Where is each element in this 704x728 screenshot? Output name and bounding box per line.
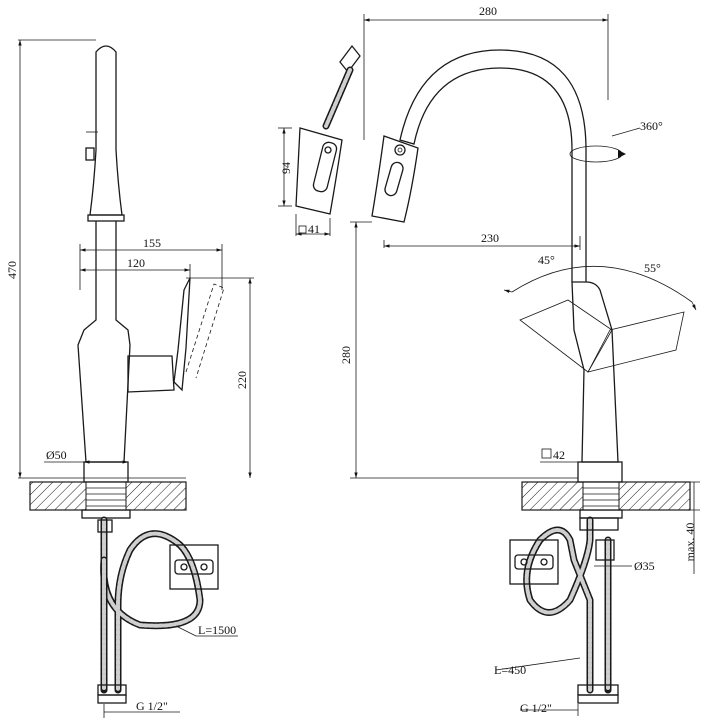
dim-left-hose-length: L=1500 xyxy=(198,623,236,637)
left-faucet-body xyxy=(89,45,123,216)
dim-left-handle-reach: 120 xyxy=(127,256,145,270)
left-handle-base xyxy=(127,355,175,393)
dim-right-thread: G 1/2" xyxy=(520,701,552,715)
dim-angle-left: 45° xyxy=(538,253,555,267)
dim-left-height: 470 xyxy=(5,261,19,279)
dim-right-hose-length: L=450 xyxy=(494,663,526,677)
dim-left-thread: G 1/2" xyxy=(136,699,168,713)
gooseneck-spout xyxy=(399,49,587,282)
right-valve-box xyxy=(509,539,559,585)
left-handle-lever xyxy=(173,277,191,392)
right-faucet-body xyxy=(571,281,619,463)
left-mounting-nut xyxy=(81,509,131,519)
dim-thread-dia: Ø35 xyxy=(634,559,655,573)
left-view: 470 155 120 220 Ø50 L=1500 G 1/2" xyxy=(5,39,254,718)
dim-max-thickness: max. 40 xyxy=(683,523,697,562)
right-view: 280 360° 230 280 45° 55° 42 Ø35 max. 40 … xyxy=(339,4,700,716)
dim-base-square: 42 xyxy=(553,448,565,462)
dim-spout-reach: 230 xyxy=(481,231,499,245)
dim-head-length: 94 xyxy=(279,162,293,174)
dim-left-base-dia: Ø50 xyxy=(46,448,67,462)
dim-head-square: 41 xyxy=(308,222,320,236)
spray-head-detail: 94 41 xyxy=(278,44,361,236)
square-symbol xyxy=(541,448,552,459)
dim-left-spout-reach: 155 xyxy=(143,236,161,250)
spray-head xyxy=(295,127,343,215)
right-spray-head xyxy=(371,135,419,223)
dim-right-height: 280 xyxy=(339,346,353,364)
dim-left-body-height: 220 xyxy=(235,371,249,389)
dim-angle-right: 55° xyxy=(644,261,661,275)
left-valve-box xyxy=(169,544,219,590)
dim-top-width: 280 xyxy=(479,4,497,18)
dim-rotation: 360° xyxy=(640,119,663,133)
